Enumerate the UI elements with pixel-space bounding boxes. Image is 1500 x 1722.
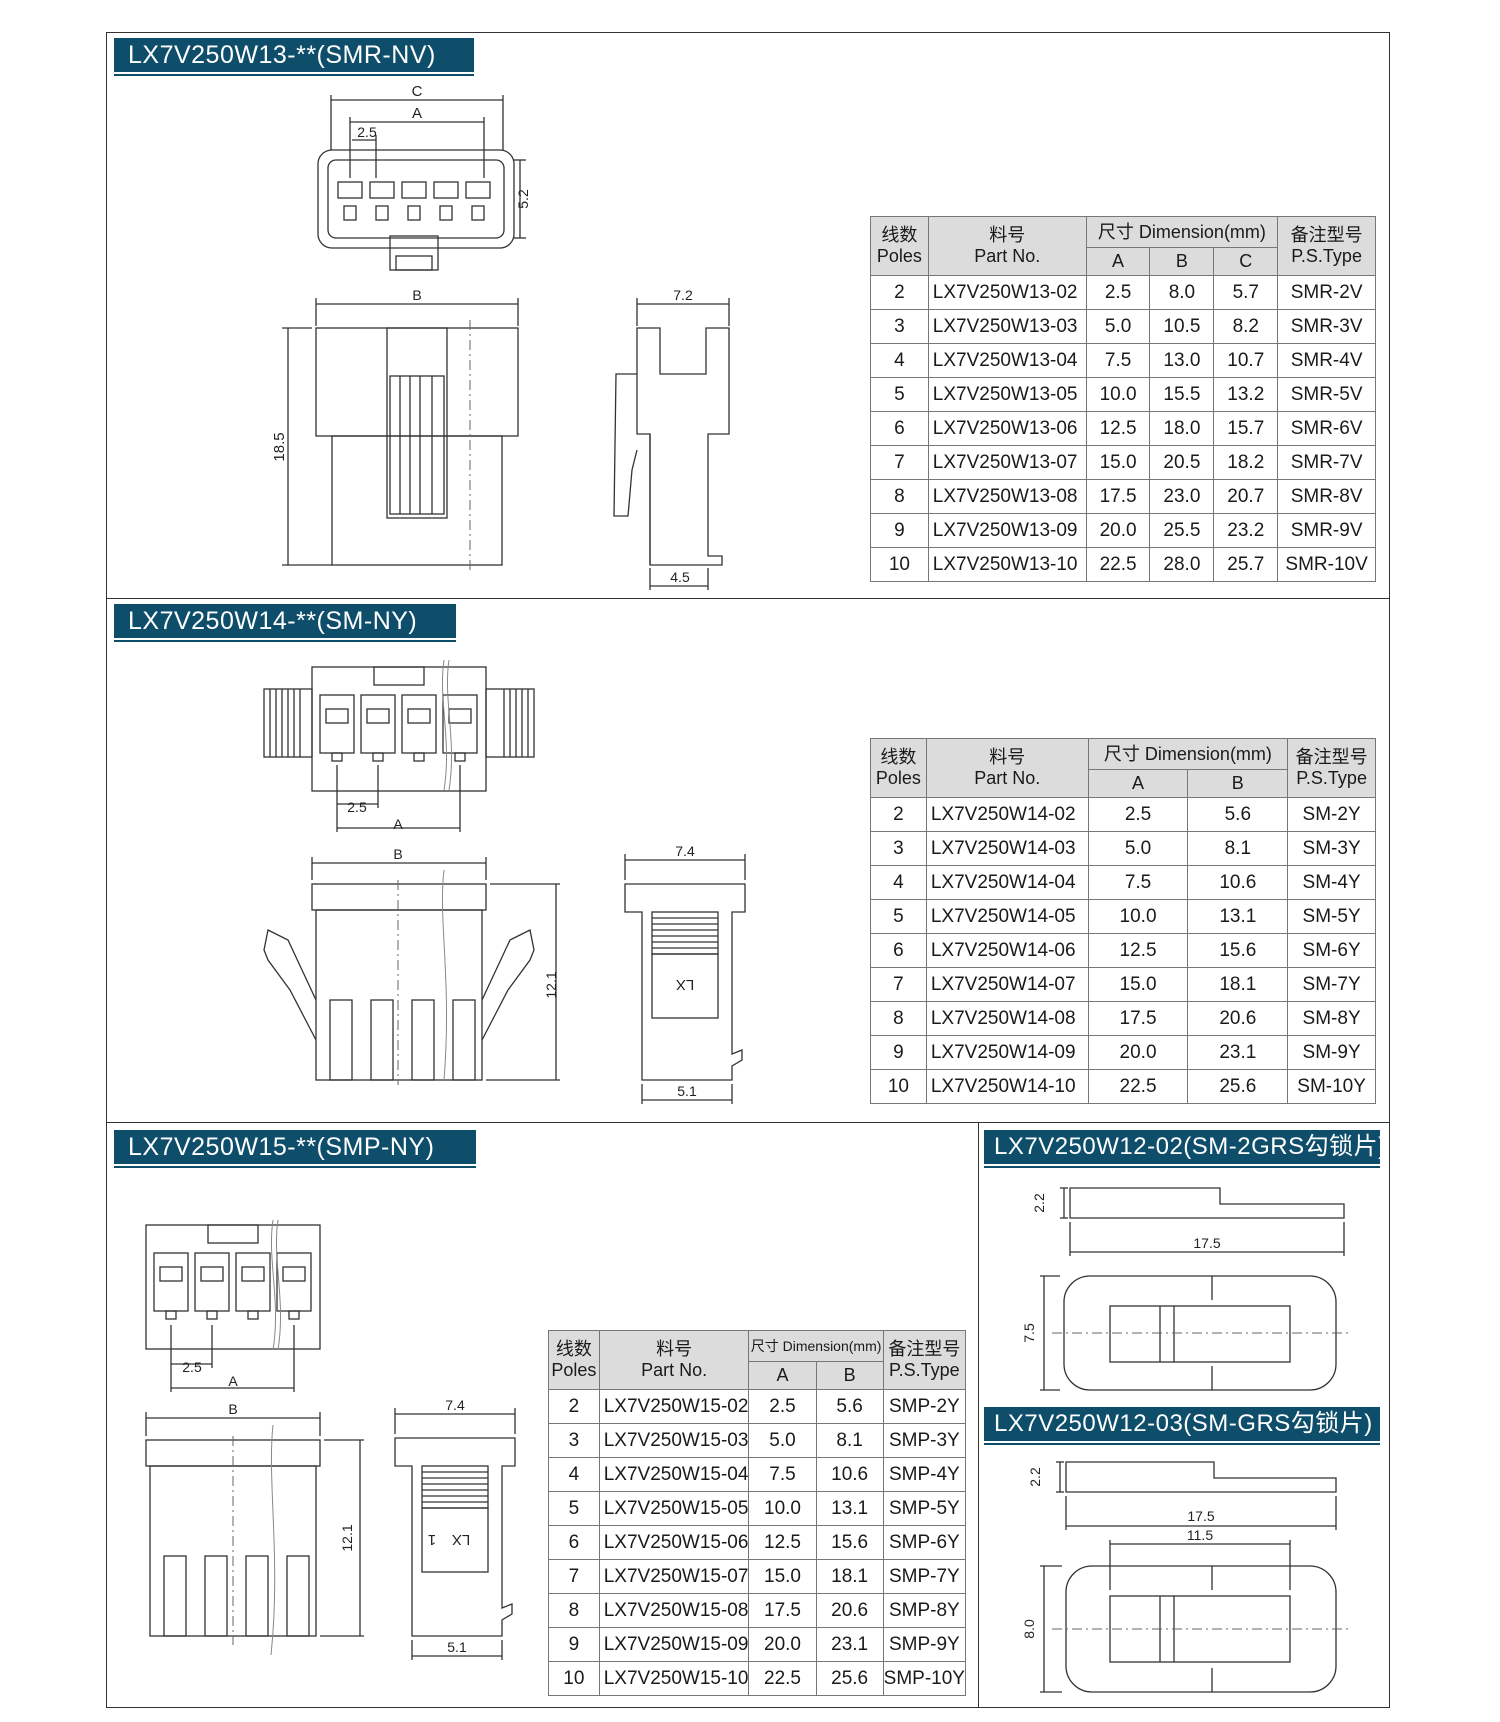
col-b-header: B — [1187, 769, 1289, 798]
section-divider-vertical — [978, 1122, 979, 1708]
dim-label-c: C — [412, 83, 423, 100]
col-a-header: A — [1085, 247, 1151, 276]
dim-label-side-w: 7.2 — [673, 287, 693, 303]
connector-top-view-w14: B 12.1 — [263, 846, 560, 1085]
connector-top-view-w13: B 18.5 — [271, 287, 519, 570]
connector-side-view-w14: LX 7.4 5.1 — [624, 843, 746, 1104]
dimension-header: 尺寸 Dimension(mm) — [1085, 216, 1279, 248]
dim-label-inner: 11.5 — [1187, 1527, 1213, 1543]
lock-title-w12-02: LX7V250W12-02(SM-2GRS勾锁片) — [984, 1130, 1386, 1168]
col-b-header: B — [815, 1361, 884, 1390]
dim-label-height: 18.5 — [271, 432, 288, 461]
lock-plate-drawing-w12-03: 2.2 17.5 11.5 8.0 — [1021, 1461, 1350, 1693]
dim-label-b: B — [393, 846, 402, 862]
section-divider — [106, 598, 1390, 599]
dim-label-a: A — [412, 105, 422, 122]
dim-label-length: 17.5 — [1193, 1235, 1220, 1251]
col-c-header: C — [1213, 247, 1279, 276]
mark-label: LX — [676, 976, 694, 993]
col-b-header: B — [1149, 247, 1215, 276]
lock-plate-drawing-w12-02: 2.2 17.5 7.5 — [1021, 1187, 1350, 1391]
connector-top-view-w15: B 12.1 — [145, 1401, 364, 1656]
dim-label-width: 8.0 — [1021, 1619, 1037, 1639]
dim-label-b: B — [412, 287, 421, 303]
dimension-header: 尺寸 Dimension(mm) — [748, 1330, 884, 1362]
section-title-w15: LX7V250W15-**(SMP-NY) — [114, 1130, 476, 1168]
connector-front-view-w13: C A 2.5 5.2 — [317, 83, 531, 271]
dim-label-a: A — [228, 1373, 238, 1389]
dim-label-width: 7.5 — [1021, 1323, 1037, 1343]
dim-label-side-b: 5.1 — [447, 1639, 467, 1655]
dim-label-length: 17.5 — [1187, 1508, 1214, 1524]
dim-label-side-w: 7.4 — [445, 1397, 465, 1413]
dim-label-h: 5.2 — [515, 189, 531, 209]
page-frame — [106, 32, 1390, 1708]
dim-label-thick: 2.2 — [1031, 1193, 1047, 1213]
dim-label-height: 12.1 — [339, 1524, 355, 1551]
connector-front-view-w14: 2.5 A — [263, 659, 535, 832]
dim-label-height: 12.1 — [543, 971, 559, 998]
dim-label-side-b: 4.5 — [670, 569, 690, 585]
connector-side-view-w13: 7.2 4.5 — [613, 287, 730, 590]
dim-label-thick: 2.2 — [1027, 1467, 1043, 1487]
dim-label-side-w: 7.4 — [675, 843, 695, 859]
section-divider — [106, 1122, 1390, 1123]
section-title-w13: LX7V250W13-**(SMR-NV) — [114, 38, 474, 76]
section-title-w14: LX7V250W14-**(SM-NY) — [114, 604, 456, 642]
mark-label: LX — [452, 1531, 470, 1548]
col-a-header: A — [1087, 769, 1189, 798]
lock-title-w12-03: LX7V250W12-03(SM-GRS勾锁片) — [984, 1407, 1380, 1445]
mark-label-2: 1 — [428, 1531, 436, 1548]
dim-label-pitch: 2.5 — [347, 799, 367, 815]
col-a-header: A — [748, 1361, 817, 1390]
dim-label-a: A — [393, 816, 403, 832]
connector-side-view-w15: LX 1 7.4 5.1 — [394, 1397, 516, 1660]
dimension-header: 尺寸 Dimension(mm) — [1087, 738, 1289, 770]
dim-label-side-b: 5.1 — [677, 1083, 697, 1099]
connector-front-view-w15: 2.5 A — [145, 1219, 321, 1392]
dim-label-pitch: 2.5 — [182, 1359, 202, 1375]
dim-label-b: B — [228, 1401, 237, 1417]
dim-label-pitch: 2.5 — [357, 124, 377, 140]
